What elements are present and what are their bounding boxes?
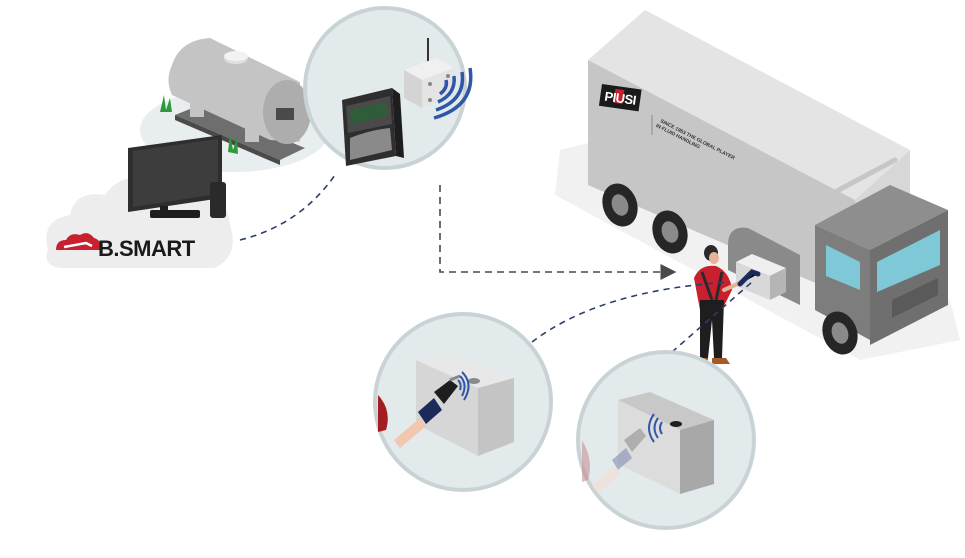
truck-wheel-front xyxy=(822,311,858,355)
wifi-signal-icon xyxy=(433,67,473,120)
wireless-gateway-icon xyxy=(404,38,454,108)
monitor-icon xyxy=(128,135,226,218)
detail-circle-nozzle-reading xyxy=(373,312,553,492)
piusi-logo-text: PIUSI xyxy=(604,89,637,108)
bsmart-cloud: B.SMART xyxy=(46,135,233,268)
connector-controller-to-truck xyxy=(439,185,677,280)
connector-cloud-to-controller xyxy=(239,174,336,241)
tank-base-plate xyxy=(175,105,305,160)
worker-trousers xyxy=(700,300,724,358)
truck-fuel-tank-front xyxy=(736,262,770,300)
truck-wheel-rear-1 xyxy=(602,183,638,227)
bsmart-logo-text: B.SMART xyxy=(98,236,196,261)
truck-grille xyxy=(892,278,938,318)
detail-circle-controller xyxy=(303,6,473,170)
wifi-signal-icon xyxy=(648,413,663,443)
tank-box-icon xyxy=(618,392,714,494)
piusi-logo: PIUSI xyxy=(598,84,642,112)
tag-icon xyxy=(670,421,682,427)
speaker-icon xyxy=(210,182,226,218)
truck-side-window xyxy=(826,245,860,290)
truck-windshield xyxy=(877,230,940,292)
worker-figure xyxy=(694,245,761,364)
grass-icon xyxy=(160,95,172,112)
tank-box-icon xyxy=(416,352,514,456)
truck-fuel-tank-side xyxy=(770,268,786,300)
fuel-nozzle-icon xyxy=(378,374,461,448)
truck-wheel-rear-2 xyxy=(652,210,688,254)
truck: PIUSI SINCE 1953 THE GLOBAL PLAYER IN FL… xyxy=(588,10,948,355)
controller-icon xyxy=(342,88,404,166)
detail-circle-tag-detected xyxy=(576,350,756,530)
connector-truck-to-nozzle-2 xyxy=(671,281,753,353)
truck-cargo-side xyxy=(588,60,855,300)
truck-fuel-tank-top xyxy=(736,254,786,276)
truck-cargo-roof xyxy=(588,10,910,200)
wifi-signal-icon xyxy=(457,371,470,401)
truck-cab-top xyxy=(815,185,948,250)
storage-tank-scene xyxy=(140,38,330,172)
connector-truck-to-nozzle-1 xyxy=(531,281,731,343)
bsmart-logo: B.SMART xyxy=(56,233,196,261)
fuel-nozzle-ghost-icon xyxy=(582,428,646,494)
